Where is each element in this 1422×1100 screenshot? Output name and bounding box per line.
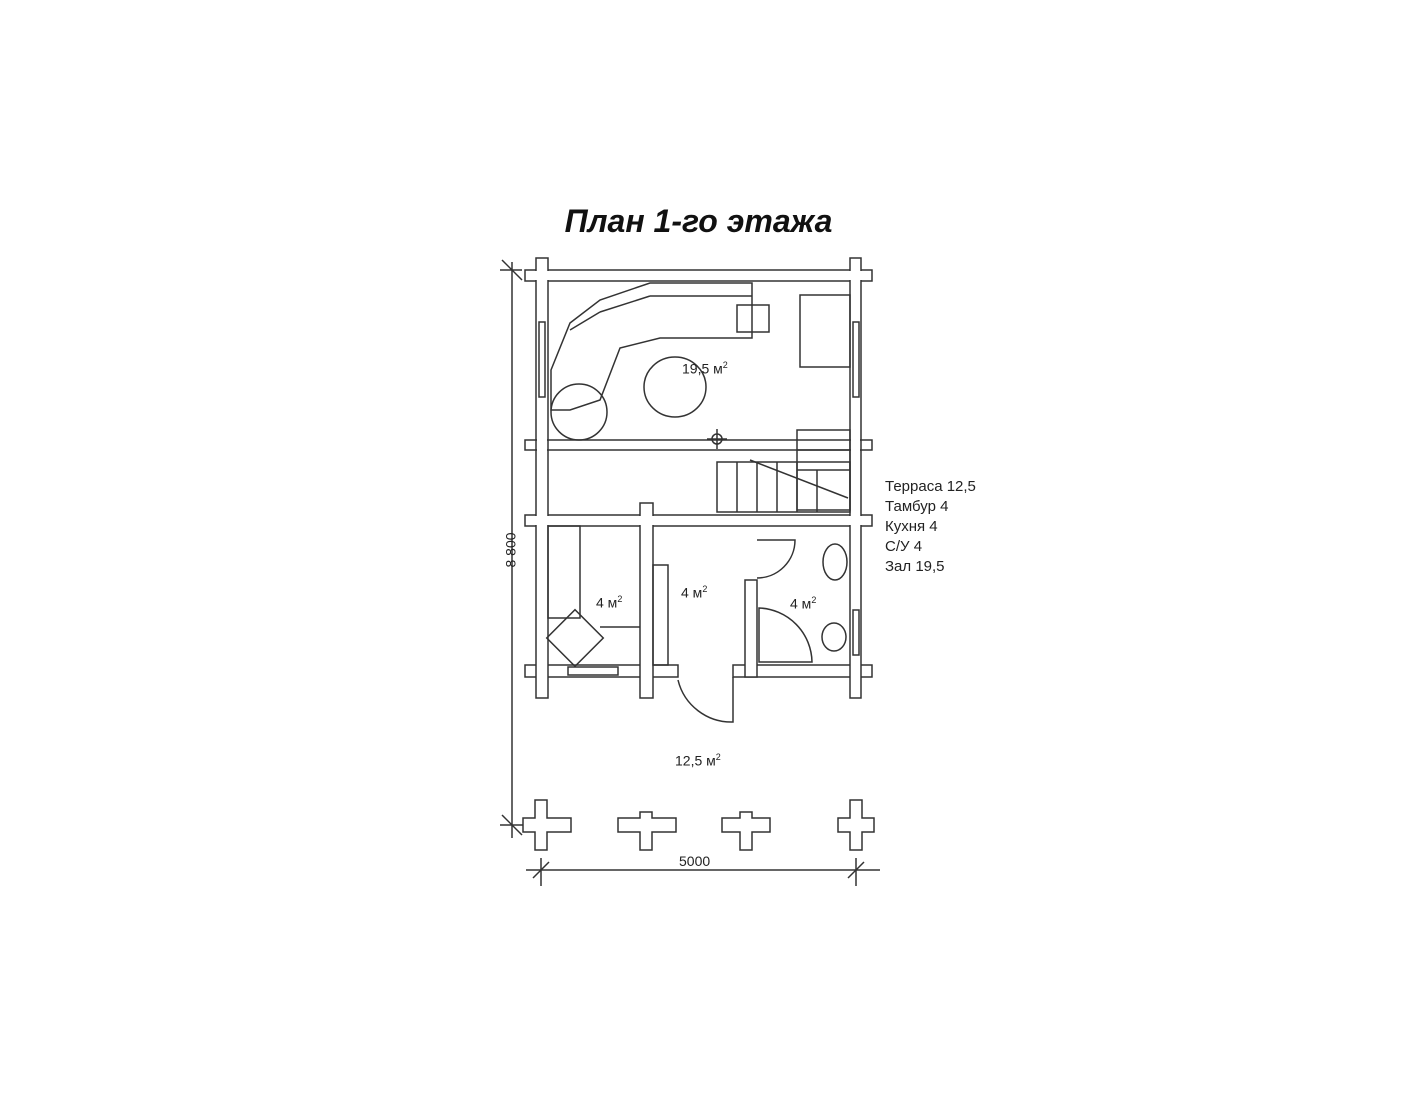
bathroom-fixtures	[758, 543, 848, 663]
dimension-lines	[500, 259, 880, 886]
desk	[799, 294, 851, 368]
dimension-height: 8 800	[502, 532, 519, 568]
dimension-width: 5000	[679, 853, 711, 869]
wardrobe	[652, 564, 669, 666]
area-legend: Терраса 12,5 Тамбур 4 Кухня 4 С/У 4 Зал …	[885, 477, 976, 577]
plan-title: План 1-го этажа	[564, 203, 833, 239]
legend-item: Терраса 12,5	[885, 478, 976, 495]
kitchen-furniture	[545, 525, 640, 668]
windows	[538, 321, 860, 676]
sofa	[550, 282, 770, 441]
legend-item: Зал 19,5	[885, 558, 945, 575]
room-area-hall: 19,5 м2	[682, 360, 728, 377]
walls	[524, 257, 873, 699]
room-area-kitchen: 4 м2	[596, 594, 623, 611]
legend-item: Кухня 4	[885, 518, 938, 535]
terrace-posts	[522, 799, 875, 851]
round-table	[643, 356, 707, 418]
room-area-vestibule: 4 м2	[681, 584, 708, 601]
room-area-terrace: 12,5 м2	[675, 752, 721, 769]
staircase	[716, 429, 851, 513]
legend-item: Тамбур 4	[885, 498, 949, 515]
doors	[677, 539, 796, 723]
center-marker	[707, 429, 727, 449]
legend-item: С/У 4	[885, 538, 923, 555]
room-area-bathroom: 4 м2	[790, 595, 817, 612]
